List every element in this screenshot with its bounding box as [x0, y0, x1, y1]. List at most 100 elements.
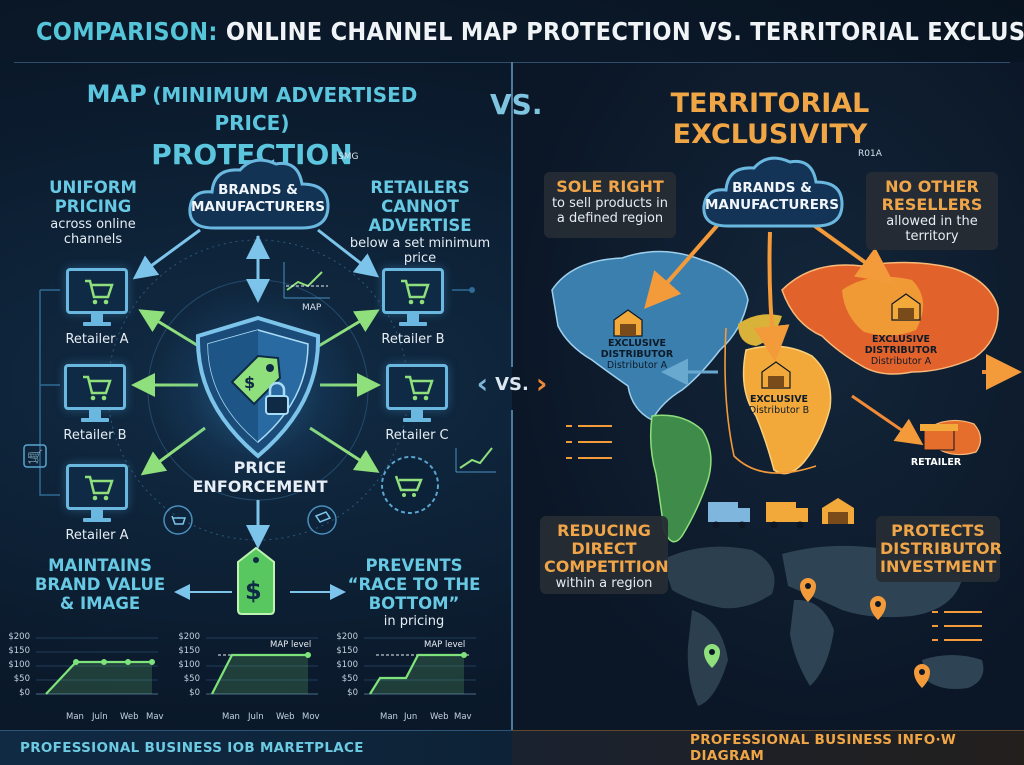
distributor-name: Distributor A	[606, 360, 668, 371]
mini-chart-plot	[206, 637, 318, 695]
distributor-label: EXCLUSIVE DISTRIBUTOR Distributor A	[858, 334, 944, 367]
tick-label: $150	[8, 646, 30, 656]
vs-badge: ‹ VS. ›	[470, 364, 554, 404]
retailers-cannot-label: RETAILERS CANNOT ADVERTISE below a set m…	[332, 178, 508, 266]
vs-top-label: VS.	[490, 88, 543, 121]
tick-label: $0	[189, 688, 200, 698]
uniform-pricing-heading: UNIFORM PRICING	[49, 178, 137, 216]
retailer-node: Retailer A	[52, 464, 142, 543]
map-chart-tag: MAP	[302, 303, 321, 313]
title-prefix: COMPARISON:	[36, 16, 218, 46]
retailer-node: Retailer B	[368, 268, 458, 347]
tick-label: $200	[336, 632, 358, 642]
x-tick: Mav	[454, 712, 472, 722]
retailer-name: Retailer B	[381, 332, 445, 347]
cart-icon	[401, 279, 430, 305]
map-hub-label: BRANDS & MANUFACTURERS	[190, 182, 326, 215]
map-connectors: 🛒	[23, 228, 496, 600]
center-divider-bottom	[511, 410, 513, 730]
tick-label: $50	[13, 674, 30, 684]
cart-icon	[85, 475, 114, 501]
monitor-icon	[66, 268, 128, 326]
retailer-name: Retailer B	[63, 428, 127, 443]
mini-chart-1: $200 $150 $100 $50 $0 Man Juln Web Mav	[8, 628, 163, 728]
footer-right: PROFESSIONAL BUSINESS INFO·W DIAGRAM	[512, 730, 1024, 765]
retailer-name: Retailer A	[65, 528, 129, 543]
territory-hub-label: BRANDS & MANUFACTURERS	[704, 180, 840, 213]
protects-heading: PROTECTS DISTRIBUTOR INVESTMENT	[880, 521, 1002, 576]
monitor-icon	[386, 364, 448, 422]
tick-label: $200	[178, 632, 200, 642]
sole-right-heading: SOLE RIGHT	[556, 177, 664, 196]
svg-text:$: $	[244, 373, 255, 392]
no-other-resellers-box: NO OTHER RESELLERS allowed in the territ…	[866, 172, 998, 250]
map-level-label: MAP level	[270, 640, 312, 650]
tick-label: $50	[183, 674, 200, 684]
svg-text:$: $	[245, 577, 262, 605]
tick-label: $150	[178, 646, 200, 656]
retailer-name: Retailer C	[385, 428, 449, 443]
retailers-cannot-heading: RETAILERS CANNOT ADVERTISE	[368, 178, 472, 235]
vs-mid-label: VS.	[495, 373, 529, 395]
tick-label: $100	[336, 660, 358, 670]
x-tick: Jun	[404, 712, 418, 722]
brand-value-label: MAINTAINS BRAND VALUE & IMAGE	[30, 556, 170, 613]
reducing-competition-box: REDUCING DIRECT COMPETITION within a reg…	[540, 516, 669, 594]
x-tick: Web	[430, 712, 449, 722]
race-bottom-sub: in pricing	[383, 614, 445, 629]
shield-lock-icon: $	[195, 315, 321, 459]
tick-label: $100	[8, 660, 30, 670]
x-tick: Man	[222, 712, 240, 722]
monitor-icon	[64, 364, 126, 422]
distributor-name: Distributor A	[870, 356, 932, 367]
x-tick: Web	[276, 712, 295, 722]
map-hub-cloud: BRANDS & MANUFACTURERS	[182, 154, 334, 236]
tick-label: $50	[341, 674, 358, 684]
territory-hub-tag: R01A	[858, 149, 882, 159]
protects-investment-box: PROTECTS DISTRIBUTOR INVESTMENT	[876, 516, 1002, 582]
distributor-label: EXCLUSIVE DISTRIBUTOR Distributor A	[594, 338, 680, 371]
cloud-icon	[702, 156, 844, 228]
page-title: COMPARISON: ONLINE CHANNEL MAP PROTECTIO…	[36, 17, 1024, 46]
monitor-icon	[66, 464, 128, 522]
tick-label: $0	[347, 688, 358, 698]
tick-label: $0	[19, 688, 30, 698]
distributor-name: Distributor B	[748, 405, 810, 416]
distributor-title: EXCLUSIVE	[749, 394, 809, 405]
mini-chart-2: $200 $150 $100 $50 $0 MAP level Man Juln…	[178, 628, 320, 728]
mini-chart-plot	[36, 637, 158, 695]
distributor-label: EXCLUSIVE Distributor B	[736, 394, 822, 416]
retailer-name: Retailer A	[65, 332, 129, 347]
cart-icon	[405, 375, 434, 401]
map-hub-tag: SMG	[338, 152, 359, 162]
distributor-title: EXCLUSIVE DISTRIBUTOR	[600, 338, 674, 360]
retailer-node: Retailer C	[372, 364, 462, 443]
race-bottom-heading: PREVENTS “RACE TO THE BOTTOM”	[347, 556, 481, 613]
no-other-heading: NO OTHER RESELLERS	[881, 177, 983, 214]
x-tick: Juln	[248, 712, 264, 722]
retailer-node: Retailer A	[52, 268, 142, 347]
center-divider-top	[511, 62, 513, 367]
cart-icon	[85, 279, 114, 305]
footer-left: PROFESSIONAL BUSINESS IOB MARETPLACE	[0, 730, 512, 765]
map-level-label: MAP level	[424, 640, 466, 650]
map-title-paren: (MINIMUM ADVERTISED PRICE)	[152, 83, 418, 135]
monitor-icon	[382, 268, 444, 326]
sole-right-sub: to sell products in a defined region	[551, 196, 669, 226]
territory-hub-cloud: BRANDS & MANUFACTURERS	[696, 152, 848, 234]
tick-label: $150	[336, 646, 358, 656]
reducing-heading: REDUCING DIRECT COMPETITION	[544, 521, 669, 576]
territorial-panel-title: TERRITORIAL EXCLUSIVITY	[670, 88, 870, 150]
x-tick: Juln	[92, 712, 108, 722]
cart-icon	[83, 375, 112, 401]
chevron-left-icon: ‹	[476, 367, 489, 400]
retailer-tag: RETAILER	[910, 457, 962, 468]
x-tick: Man	[66, 712, 84, 722]
x-tick: Web	[120, 712, 139, 722]
cloud-icon	[188, 158, 330, 230]
sole-right-box: SOLE RIGHT to sell products in a defined…	[544, 172, 676, 238]
brand-value-heading: MAINTAINS BRAND VALUE & IMAGE	[34, 556, 166, 613]
x-tick: Mov	[302, 712, 320, 722]
x-tick: Mav	[146, 712, 164, 722]
